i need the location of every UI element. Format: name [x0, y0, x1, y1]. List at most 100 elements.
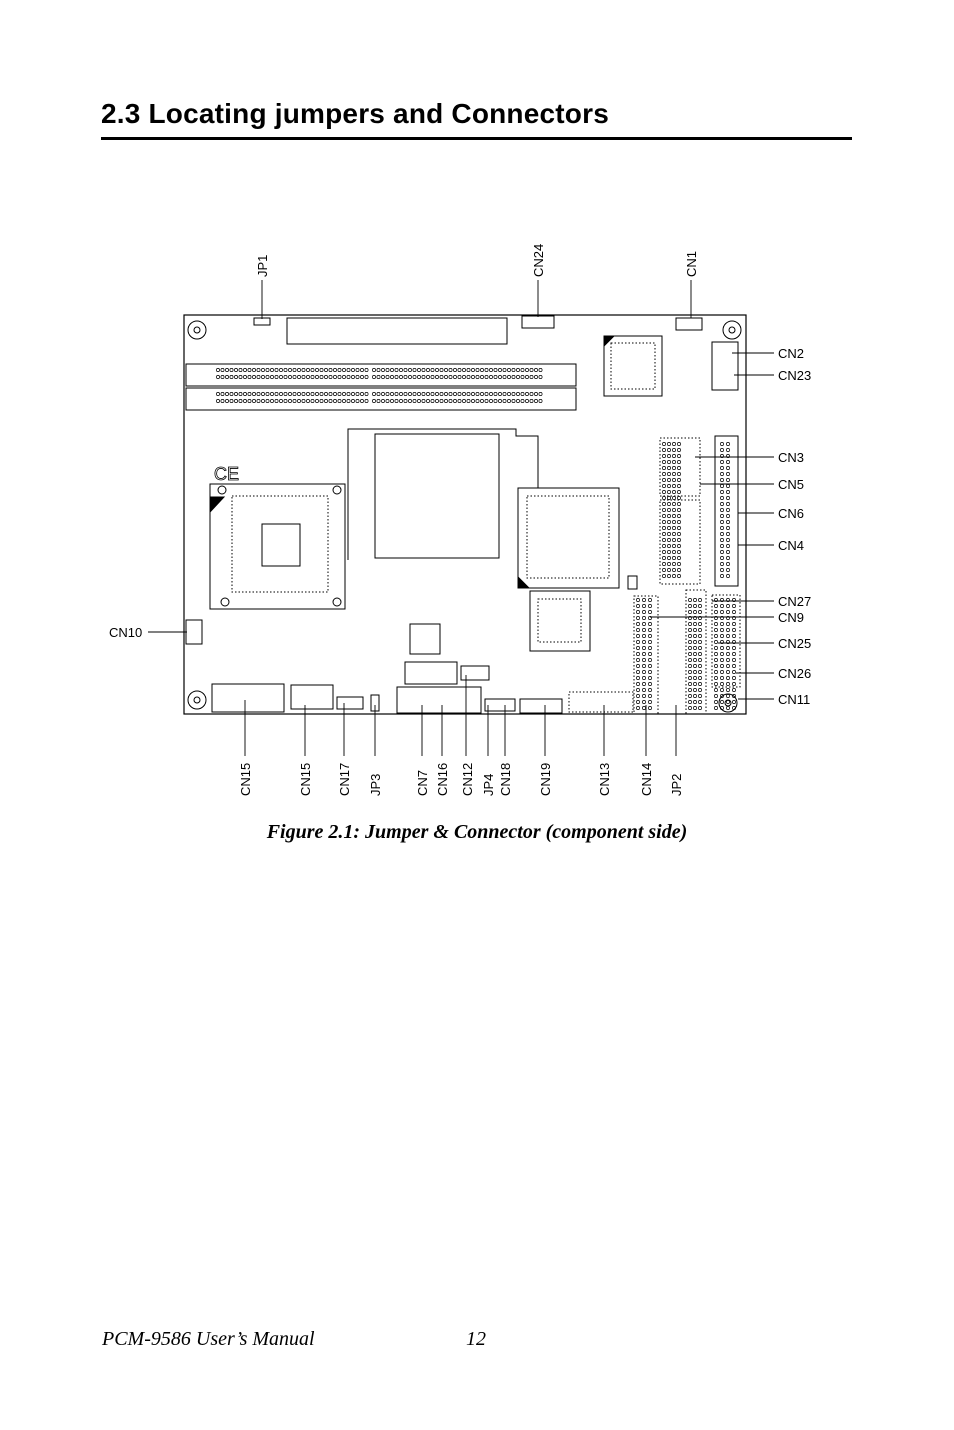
- pin-dot: [430, 368, 435, 372]
- pin-dot: [297, 399, 301, 403]
- pin-dot: [238, 375, 243, 379]
- pin-dot: [252, 399, 256, 403]
- board-outline: [183, 314, 747, 715]
- pin-dot: [265, 368, 270, 372]
- pin-dot: [238, 392, 243, 396]
- pin-dot: [439, 399, 444, 403]
- pin-dot: [698, 616, 702, 620]
- pin-dot: [714, 652, 718, 656]
- pin-dot: [351, 368, 355, 372]
- pin-dot: [216, 399, 220, 403]
- label-cn5: CN5: [778, 477, 804, 492]
- pin-dot: [720, 532, 724, 536]
- pin-dot: [732, 610, 736, 614]
- pin-dot: [720, 610, 724, 614]
- label-cn4: CN4: [778, 538, 804, 553]
- pin-dot: [662, 544, 666, 548]
- pin-dot: [324, 392, 328, 396]
- pin-dot: [662, 448, 666, 452]
- pin-dot: [306, 368, 310, 372]
- pin-dot: [662, 532, 666, 536]
- pin-dot: [333, 368, 337, 372]
- pin-dot: [493, 375, 498, 379]
- label-cn12: CN12: [460, 763, 475, 796]
- pin-dot: [297, 368, 301, 372]
- pin-dot: [677, 538, 681, 542]
- figure-caption: Figure 2.1: Jumper & Connector (componen…: [266, 821, 688, 843]
- pin-dot: [720, 604, 724, 608]
- pin-dot: [315, 375, 319, 379]
- pin-dot: [720, 454, 724, 458]
- pin-dot: [355, 392, 360, 396]
- pin-dot: [726, 496, 730, 500]
- footer-page-number: 12: [466, 1328, 486, 1350]
- pin-dot: [642, 622, 646, 626]
- pin-dot: [417, 368, 421, 372]
- pin-dot: [714, 706, 718, 710]
- pin-dot: [720, 442, 724, 446]
- pin-dot: [677, 562, 681, 566]
- pin-dot: [525, 392, 529, 396]
- pin-dot: [732, 622, 736, 626]
- pin-dot: [720, 658, 724, 662]
- pin-dot: [677, 460, 681, 464]
- pin-dot: [333, 392, 337, 396]
- pin-dot: [726, 448, 730, 452]
- pin-dot: [667, 454, 671, 458]
- pin-dot: [642, 616, 646, 620]
- pin-dot: [677, 472, 681, 476]
- pin-dot: [448, 368, 453, 372]
- pin-dot: [693, 604, 697, 608]
- pin-dot: [346, 375, 351, 379]
- pin-dot: [265, 375, 270, 379]
- pin-dot: [732, 604, 736, 608]
- pin-dot: [636, 634, 640, 638]
- pin-dot: [677, 526, 681, 530]
- pin-dot: [390, 375, 394, 379]
- pin-dot: [720, 478, 724, 482]
- pin-dot: [525, 399, 529, 403]
- pin-dot: [726, 658, 730, 662]
- pin-dot: [720, 502, 724, 506]
- pin-dot: [672, 568, 676, 572]
- pin-dot: [399, 392, 403, 396]
- pin-dot: [538, 375, 543, 379]
- pin-dot: [667, 526, 671, 530]
- pin-dot: [636, 616, 640, 620]
- pin-dot: [677, 496, 681, 500]
- pin-dot: [688, 682, 692, 686]
- pin-dot: [444, 375, 448, 379]
- pin-dot: [642, 628, 646, 632]
- pin-dot: [421, 368, 426, 372]
- pin-dot: [444, 368, 448, 372]
- pin-dot: [225, 368, 229, 372]
- pin-dot: [720, 706, 724, 710]
- pin-dot: [310, 368, 315, 372]
- pin-dot: [493, 368, 498, 372]
- pin-dot: [466, 375, 471, 379]
- pin-dot: [648, 700, 652, 704]
- pin-dot: [714, 634, 718, 638]
- pin-dot: [466, 392, 471, 396]
- pin-dot: [324, 399, 328, 403]
- pin-dot: [732, 652, 736, 656]
- pin-dot: [677, 532, 681, 536]
- pin-dot: [693, 652, 697, 656]
- pin-dot: [688, 658, 692, 662]
- leader-lines: [148, 280, 774, 756]
- pin-dot: [489, 392, 493, 396]
- pin-dot: [225, 375, 229, 379]
- pin-dot: [636, 670, 640, 674]
- pin-dot: [292, 375, 297, 379]
- pin-dot: [243, 375, 247, 379]
- pin-dot: [247, 399, 252, 403]
- pin-dot: [662, 562, 666, 566]
- pin-dot: [462, 392, 466, 396]
- pin-dot: [732, 676, 736, 680]
- pin-dot: [726, 550, 730, 554]
- pin-dot: [636, 622, 640, 626]
- pin-dot: [247, 368, 252, 372]
- pin-dot: [698, 688, 702, 692]
- pin-dot: [390, 399, 394, 403]
